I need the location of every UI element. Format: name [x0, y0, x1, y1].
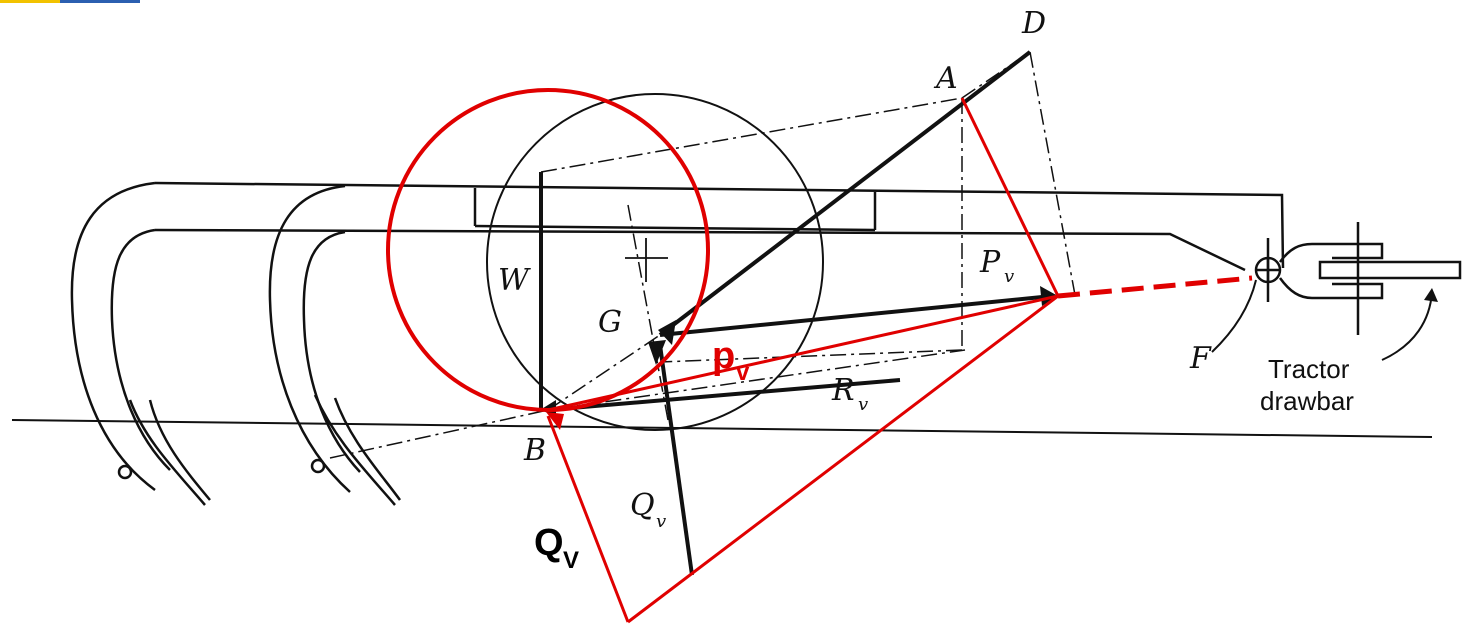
label-tractor: Tractor — [1268, 354, 1350, 384]
wheel-circle — [486, 93, 824, 431]
label-A: A — [933, 61, 958, 96]
label-Pv-sub: v — [1004, 266, 1014, 287]
label-Pv: P — [979, 245, 1001, 280]
arrowhead-G — [658, 320, 676, 345]
arrowhead-Pv — [1040, 286, 1058, 306]
label-pv-red: p — [712, 335, 735, 377]
force-vectors — [539, 50, 1053, 576]
red-arrowhead-B — [546, 412, 564, 430]
tine-shank-right — [268, 184, 402, 506]
corner-mark-yellow — [0, 0, 60, 3]
red-force-polygon — [546, 97, 1060, 624]
leader-drawbar — [1381, 291, 1433, 361]
center-mark — [625, 238, 668, 282]
label-Rv-sub: v — [858, 394, 868, 415]
label-B: B — [523, 433, 546, 468]
label-F: F — [1189, 341, 1212, 376]
label-drawbar: drawbar — [1260, 386, 1354, 416]
label-G: G — [598, 305, 622, 340]
implement-frame — [154, 181, 1285, 272]
red-highlight-circle — [386, 88, 710, 412]
ground-line — [11, 419, 1433, 438]
leader-drawbar-arrowhead — [1424, 288, 1438, 302]
label-QV-bold-sub: V — [563, 547, 579, 574]
label-D: D — [1021, 6, 1046, 41]
tractor-drawbar-hitch — [1254, 222, 1462, 335]
label-Qv-sub: v — [656, 511, 666, 532]
leader-F — [1211, 279, 1257, 353]
arrowhead-Qv — [648, 340, 666, 365]
label-Qv: Q — [630, 488, 655, 523]
tine-shank-left — [70, 181, 211, 506]
corner-mark-blue — [60, 0, 140, 3]
label-QV-bold: Q — [534, 522, 564, 564]
label-Rv: R — [831, 373, 855, 408]
label-pv-red-sub: v — [736, 359, 750, 386]
red-dashed-line — [1057, 275, 1253, 299]
label-W: W — [498, 263, 531, 298]
